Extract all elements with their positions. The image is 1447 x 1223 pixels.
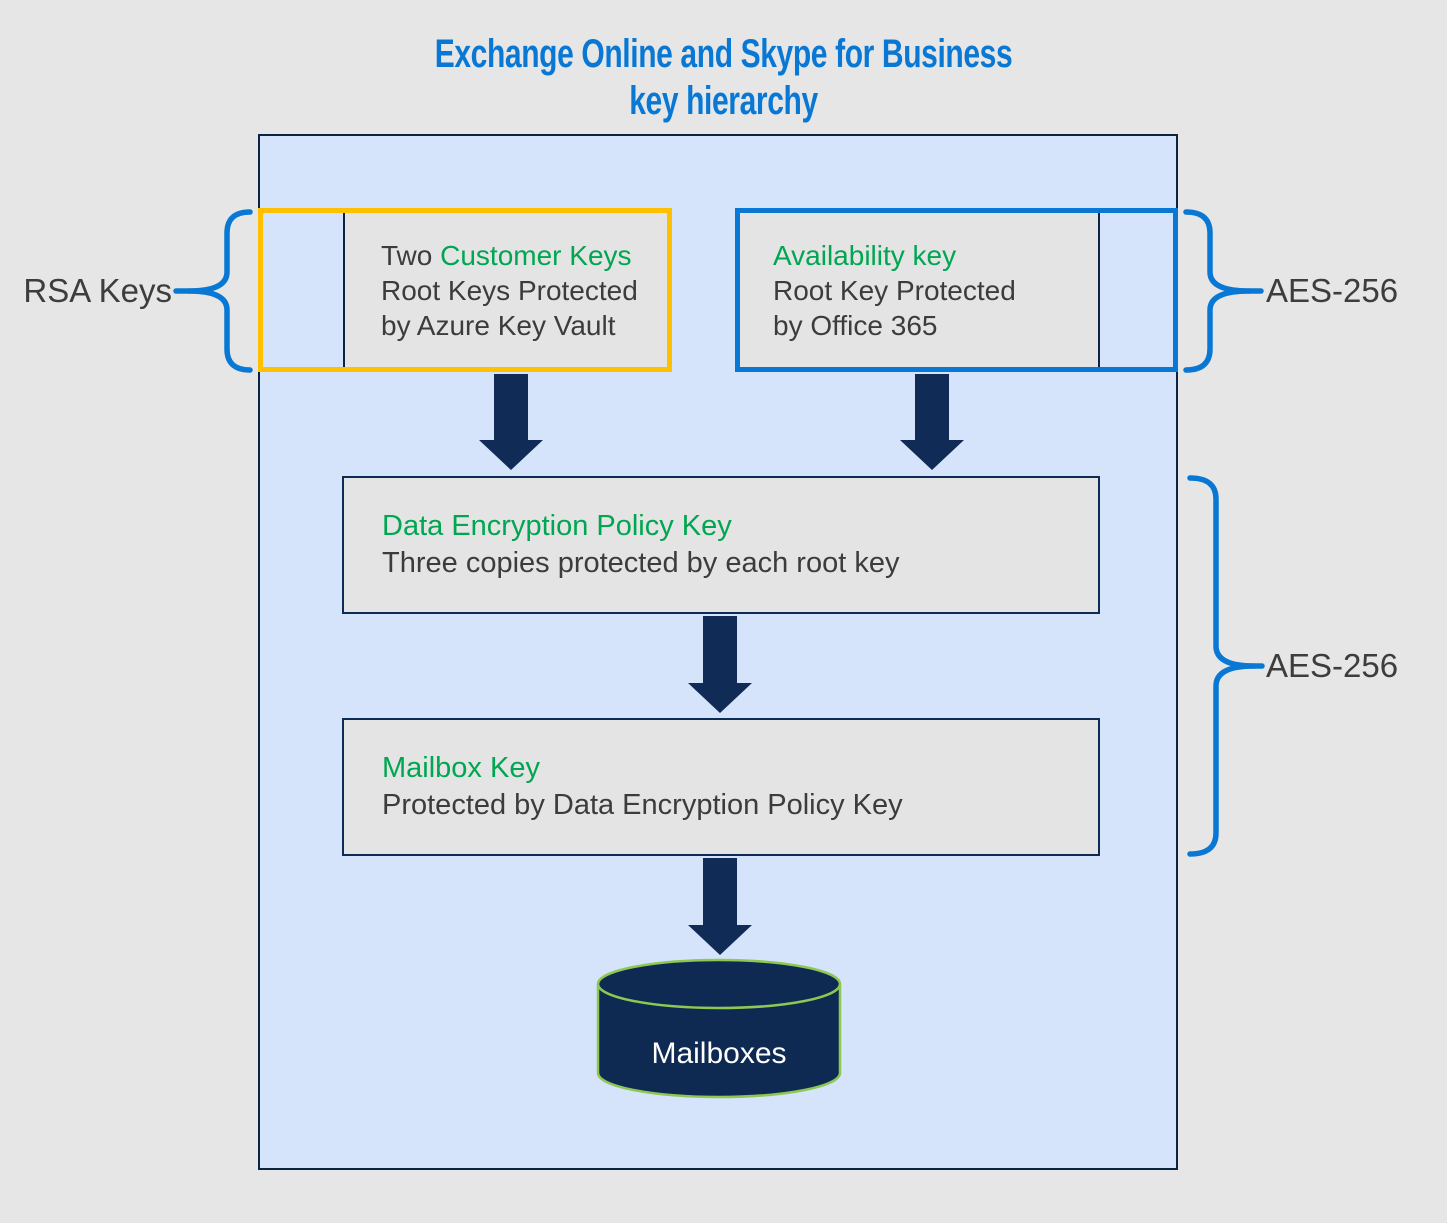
mailboxes-label: Mailboxes [651, 1037, 787, 1070]
mailboxes-cylinder-body [596, 984, 842, 1099]
page-title: Exchange Online and Skype for Business k… [181, 31, 1266, 125]
availability-key-box: Availability key Root Key Protected by O… [735, 208, 1178, 372]
dep-key-box: Data Encryption Policy Key Three copies … [342, 476, 1100, 614]
availability-key-line-3: by Office 365 [773, 309, 938, 341]
title-line-2: key hierarchy [629, 79, 818, 123]
title-line-1: Exchange Online and Skype for Business [434, 32, 1013, 76]
mailbox-key-line-2: Protected by Data Encryption Policy Key [382, 789, 903, 821]
arrow-availability-to-dep-icon [900, 374, 964, 470]
customer-keys-box: Two Customer Keys Root Keys Protected by… [258, 208, 672, 372]
availability-key-panel: Availability key Root Key Protected by O… [740, 213, 1100, 367]
customer-keys-line-3: by Azure Key Vault [381, 309, 616, 341]
arrow-customer-to-dep-icon [479, 374, 543, 470]
rsa-keys-label: RSA Keys [23, 272, 172, 309]
dep-key-line-2: Three copies protected by each root key [382, 547, 900, 579]
availability-key-name: Availability key [773, 239, 957, 271]
mailbox-key-box: Mailbox Key Protected by Data Encryption… [342, 718, 1100, 856]
aes-256-bottom-label: AES-256 [1266, 647, 1399, 684]
customer-keys-line-1: Two Customer Keys [381, 238, 667, 273]
dep-key-name: Data Encryption Policy Key [382, 510, 732, 542]
mailbox-key-name: Mailbox Key [382, 752, 540, 784]
mailboxes-cylinder-top [596, 958, 842, 1010]
availability-key-line-2: Root Key Protected [773, 274, 1016, 306]
customer-keys-name: Customer Keys [440, 239, 632, 271]
brace-right-aes-bottom-icon [1187, 475, 1257, 857]
brace-left-rsa-icon [186, 209, 253, 373]
arrow-dep-to-mailboxkey-icon [688, 616, 752, 713]
brace-right-aes-top-icon [1183, 209, 1252, 373]
customer-keys-prefix: Two [381, 239, 441, 271]
customer-keys-panel: Two Customer Keys Root Keys Protected by… [343, 213, 667, 367]
customer-keys-line-2: Root Keys Protected [381, 274, 638, 306]
arrow-mailboxkey-to-mailboxes-icon [688, 858, 752, 955]
aes-256-top-label: AES-256 [1266, 272, 1399, 309]
